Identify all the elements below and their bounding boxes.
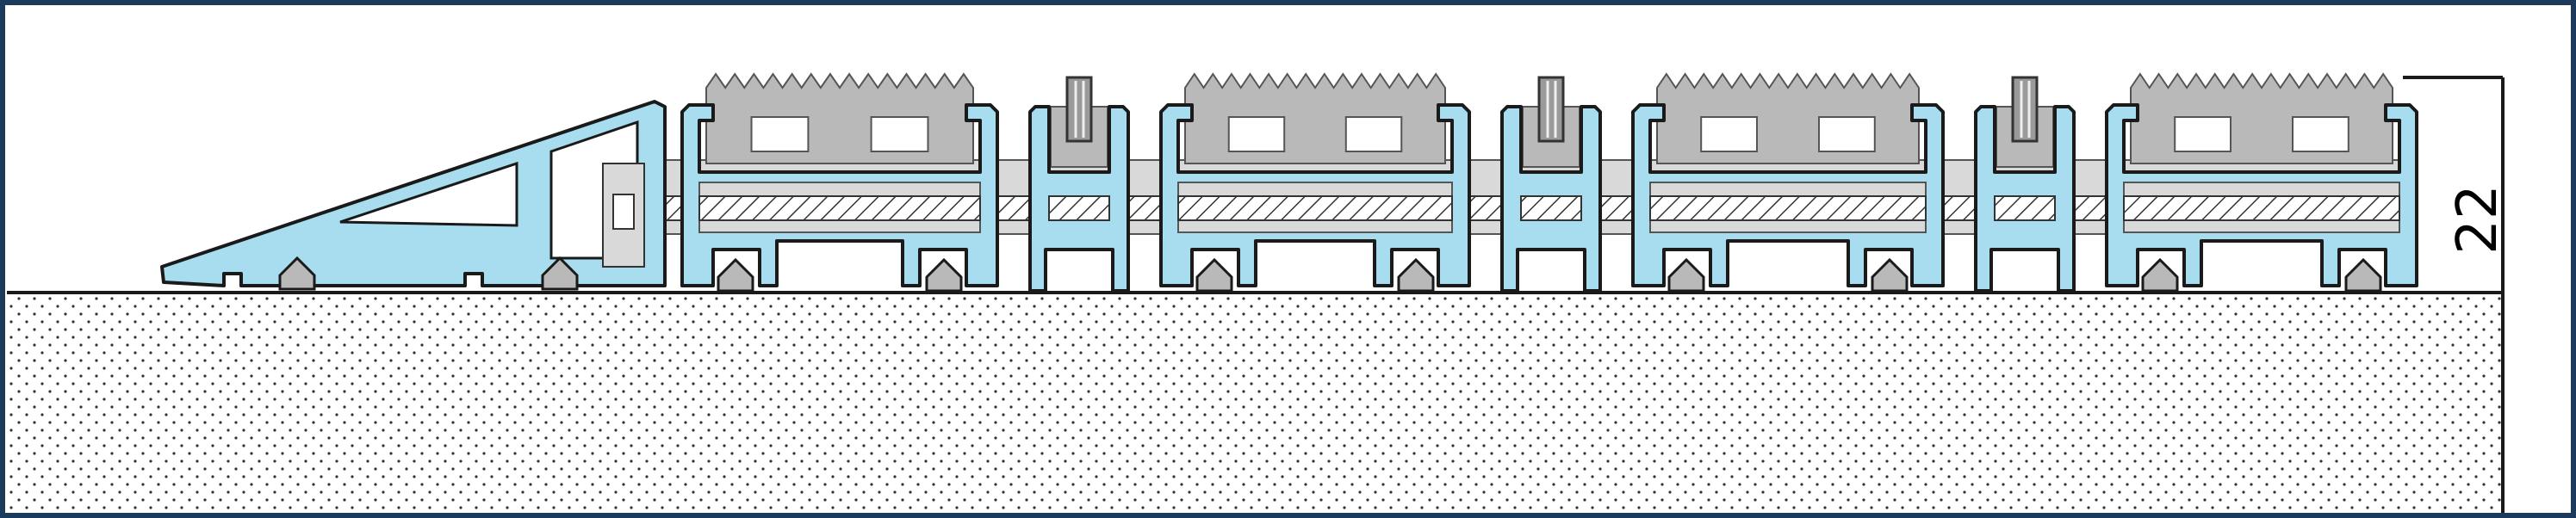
rubber-foot-icon <box>278 256 579 291</box>
aluminium-profile-module <box>2105 72 2418 293</box>
height-dimension: 22 <box>2403 76 2510 293</box>
brush-insert <box>2130 72 2393 164</box>
rubber-foot-icon <box>1397 257 1435 293</box>
brush-insert <box>2011 76 2039 143</box>
brush-insert <box>1656 72 1920 164</box>
aluminium-profile-module <box>1159 72 1471 293</box>
rubber-foot-icon <box>2141 257 2179 293</box>
ramp-profile <box>160 100 667 287</box>
brush-insert <box>1537 76 1565 143</box>
brush-insert <box>1065 76 1093 143</box>
floor-surface <box>7 293 2503 513</box>
rubber-foot-icon <box>1871 257 1909 293</box>
brush-insert <box>1184 72 1446 164</box>
aluminium-profile-module <box>1631 72 1945 293</box>
aluminium-profile-module <box>680 72 999 293</box>
rubber-foot-icon <box>717 257 754 293</box>
aluminium-profile-connector <box>1974 76 2076 293</box>
aluminium-profile-connector <box>1028 76 1130 293</box>
dimension-label: 22 <box>2446 184 2510 254</box>
rubber-foot-icon <box>1195 257 1233 293</box>
rubber-foot-icon <box>925 257 963 293</box>
brush-insert <box>705 72 974 164</box>
aluminium-profile-connector <box>1500 76 1602 293</box>
rubber-foot-icon <box>1667 257 1705 293</box>
rubber-foot-icon <box>2344 257 2382 293</box>
